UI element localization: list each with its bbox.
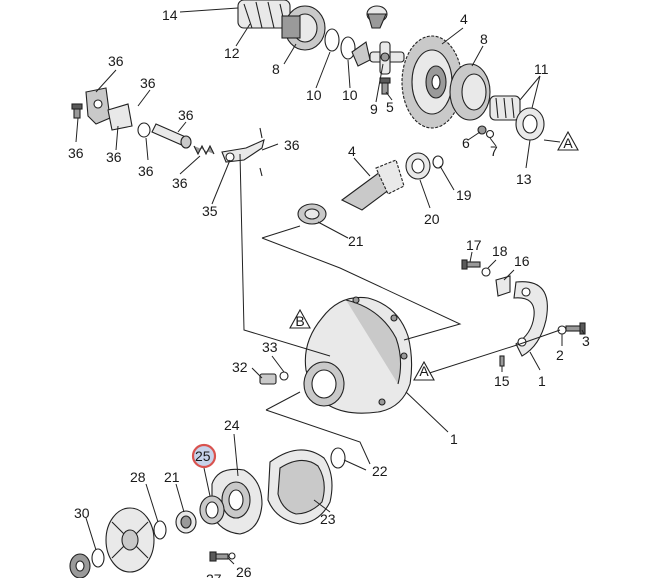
label-35: 35 [202,203,218,219]
label-7: 7 [490,143,498,159]
label-12: 12 [224,45,240,61]
label-33: 33 [262,339,278,355]
part-24-housing[interactable] [211,468,263,535]
label-3: 3 [582,333,590,349]
label-5: 5 [386,99,394,115]
output-flange-group [69,447,346,578]
label-20: 20 [424,211,440,227]
label-30: 30 [74,505,90,521]
label-28: 28 [130,469,146,485]
part-30-nut[interactable] [69,553,91,578]
callout-a-top: A [557,130,579,151]
label-26: 26 [236,564,252,578]
part-4-pinion[interactable] [340,159,405,211]
label-25: 25 [195,448,211,464]
label-8-right: 8 [480,31,488,47]
label-21-bottom: 21 [164,469,180,485]
label-1-cap: 1 [538,373,546,389]
leader-lines [75,7,585,565]
label-22: 22 [372,463,388,479]
svg-text:A: A [419,363,429,379]
svg-text:B: B [295,313,304,329]
part-11-bearings[interactable] [489,95,545,141]
part-36-screw[interactable] [71,103,83,119]
label-36-h: 36 [284,137,300,153]
label-4-top: 4 [460,11,468,27]
svg-text:A: A [563,135,573,151]
label-10-left: 10 [306,87,322,103]
part-35-fork[interactable] [221,127,265,177]
part-22-oring[interactable] [330,447,346,469]
part-flange[interactable] [105,507,155,573]
part-36-oring[interactable] [137,122,151,138]
label-17: 17 [466,237,482,253]
label-18: 18 [492,243,508,259]
part-28-ring[interactable] [153,520,167,540]
label-36-f: 36 [138,163,154,179]
callout-b: B [289,308,311,329]
assembly-guide-lines [239,153,561,465]
label-10-right: 10 [342,87,358,103]
label-21-top: 21 [348,233,364,249]
callout-a-housing: A [413,360,435,381]
label-14: 14 [162,7,178,23]
label-9: 9 [370,101,378,117]
label-1-housing: 1 [450,431,458,447]
highlight-part-25[interactable] [191,443,217,469]
shift-linkage [71,87,265,177]
label-36-b: 36 [140,75,156,91]
label-24: 24 [224,417,240,433]
part-19-ring[interactable] [432,155,444,169]
label-36-d: 36 [68,145,84,161]
part-32-plug[interactable] [259,373,277,385]
label-16: 16 [514,253,530,269]
label-4-pinion: 4 [348,143,356,159]
part-33-washer[interactable] [279,371,289,381]
differential-assembly [237,0,545,141]
label-36-e: 36 [106,149,122,165]
label-36-c: 36 [178,107,194,123]
part-23-bearing-cover[interactable] [267,449,333,525]
part-labels: 14 12 8 10 10 9 5 4 8 11 6 7 13 36 36 36… [68,7,590,578]
label-36-a: 36 [108,53,124,69]
part-25-seal[interactable] [199,495,225,525]
label-36-g: 36 [172,175,188,191]
part-16-plate[interactable] [495,275,511,297]
bearing-cap-group [461,259,586,367]
label-23: 23 [320,511,336,527]
label-19: 19 [456,187,472,203]
label-32: 32 [232,359,248,375]
label-15: 15 [494,373,510,389]
part-36-spring[interactable] [193,144,215,156]
label-27: 27 [206,571,222,578]
part-8-carrier-right[interactable] [449,63,491,121]
part-10-washer-b[interactable] [340,36,356,60]
pinion-assembly [297,152,444,225]
part-7-washer[interactable] [485,129,495,139]
part-36-shaft[interactable] [151,123,192,149]
part-5-screw[interactable] [379,77,391,95]
part-36-bracket[interactable] [85,87,111,125]
part-17-bolt[interactable] [461,259,481,270]
part-20-bearing[interactable] [405,152,431,180]
part-9-spider-cross[interactable] [369,41,405,75]
label-8-left: 8 [272,61,280,77]
part-side-gear[interactable] [351,5,388,67]
part-36-plate[interactable] [107,103,133,131]
part-21-collar-bottom[interactable] [175,510,197,534]
part-26-bolt[interactable] [209,551,236,562]
part-15-pin[interactable] [499,355,505,367]
label-6: 6 [462,135,470,151]
part-21-collar[interactable] [297,203,327,225]
part-1-bearing-cap[interactable] [513,281,548,357]
part-18-washer[interactable] [481,267,491,277]
label-11: 11 [534,61,549,77]
part-30-washer[interactable] [91,548,105,568]
label-13: 13 [516,171,532,187]
label-2: 2 [556,347,564,363]
part-8-carrier[interactable] [281,5,326,51]
part-10-washer-a[interactable] [324,28,340,52]
part-1-housing[interactable] [303,296,413,414]
